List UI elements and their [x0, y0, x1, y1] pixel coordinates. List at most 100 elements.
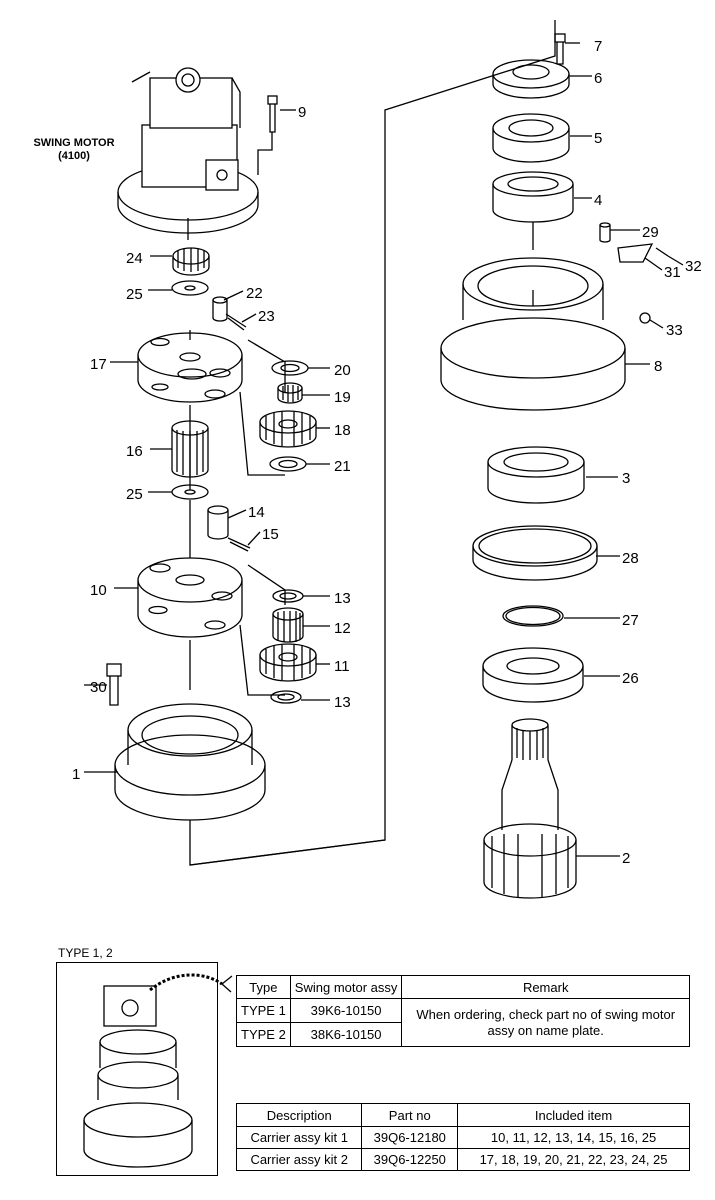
callout-6: 6: [594, 70, 603, 87]
washer-21-drawing: [269, 456, 307, 472]
callout-2: 2: [622, 850, 631, 867]
remark-header: Remark: [401, 975, 690, 999]
callout-16: 16: [126, 443, 143, 460]
type-header: Type: [236, 975, 291, 999]
included-item-header: Included item: [457, 1103, 690, 1127]
bearing-3-drawing: [487, 446, 585, 504]
carrier-10-drawing: [137, 557, 243, 690]
swing-motor-drawing: [117, 67, 259, 240]
type-inset-motor-drawing: [83, 973, 233, 1168]
callout-18: 18: [334, 422, 351, 439]
callout-24: 24: [126, 250, 143, 267]
swing-motor-label: SWING MOTOR (4100): [18, 137, 130, 163]
planet-gear-11-drawing: [259, 643, 317, 682]
callout-22: 22: [246, 285, 263, 302]
included-item-cell: 17, 18, 19, 20, 21, 22, 23, 24, 25: [457, 1148, 690, 1171]
callout-4: 4: [594, 192, 603, 209]
callout-13: 13: [334, 694, 351, 711]
bearing-19-drawing: [277, 382, 303, 404]
washer-13-top-drawing: [272, 589, 304, 603]
assy-cell: 38K6-10150: [289, 1022, 403, 1047]
table-row: Carrier assy kit 1 39Q6-12180 10, 11, 12…: [235, 1126, 690, 1149]
carrier-17-drawing: [137, 330, 243, 420]
callout-8: 8: [654, 358, 663, 375]
remark-cell: When ordering, check part no of swing mo…: [401, 998, 690, 1047]
callout-27: 27: [622, 612, 639, 629]
callout-17: 17: [90, 356, 107, 373]
callout-21: 21: [334, 458, 351, 475]
part-no-header: Part no: [361, 1103, 459, 1127]
pinion-24-drawing: [172, 247, 210, 276]
ring-gear-1-drawing: [114, 703, 386, 866]
bolt-7-drawing: [554, 33, 566, 65]
kit-table-header: Description Part no Included item: [235, 1103, 690, 1127]
nut-5-drawing: [492, 113, 570, 163]
callout-30: 30: [90, 679, 107, 696]
type-cell: TYPE 1: [236, 998, 291, 1023]
assy-cell: 39K6-10150: [289, 998, 403, 1023]
callout-32: 32: [685, 258, 702, 275]
callout-28: 28: [622, 550, 639, 567]
description-cell: Carrier assy kit 1: [235, 1126, 363, 1149]
part-no-cell: 39Q6-12180: [361, 1126, 459, 1149]
screw-32-drawing: [655, 247, 669, 257]
bracket-17: [239, 339, 286, 476]
callout-26: 26: [622, 670, 639, 687]
callout-1: 1: [72, 766, 81, 783]
callout-7: 7: [594, 38, 603, 55]
callout-33: 33: [666, 322, 683, 339]
part-no-cell: 39Q6-12250: [361, 1148, 459, 1171]
callout-19: 19: [334, 389, 351, 406]
type-inset-frame: [56, 962, 218, 1176]
callout-20: 20: [334, 362, 351, 379]
washer-25-top-drawing: [171, 280, 209, 296]
planet-gear-18-drawing: [259, 410, 317, 448]
callout-12: 12: [334, 620, 351, 637]
plate-31-drawing: [617, 243, 654, 263]
casing-8-drawing: [440, 257, 626, 411]
washer-13-bottom-drawing: [270, 690, 302, 704]
callout-13: 13: [334, 590, 351, 607]
pin-14-drawing: [207, 505, 251, 552]
type-label: TYPE 1, 2: [58, 946, 113, 960]
seal-28-drawing: [472, 525, 598, 581]
table-row: TYPE 1 39K6-10150 When ordering, check p…: [236, 998, 690, 1047]
washer-20-drawing: [271, 360, 309, 376]
bearing-12-drawing: [272, 607, 304, 643]
bearing-4-drawing: [492, 171, 574, 250]
pin-29-drawing: [599, 222, 611, 243]
callout-5: 5: [594, 130, 603, 147]
callout-31: 31: [664, 264, 681, 281]
callout-9: 9: [298, 104, 307, 121]
type-table: Type Swing motor assy Remark TYPE 1 39K6…: [236, 975, 690, 1047]
kit-table: Description Part no Included item Carrie…: [235, 1103, 690, 1171]
swing-motor-code: (4100): [58, 150, 90, 162]
plate-6-drawing: [492, 59, 570, 99]
callout-15: 15: [262, 526, 279, 543]
callout-25: 25: [126, 286, 143, 303]
swing-motor-name: SWING MOTOR: [33, 137, 115, 149]
assy-header: Swing motor assy: [289, 975, 403, 999]
callout-11: 11: [334, 658, 350, 675]
callout-3: 3: [622, 470, 631, 487]
callout-10: 10: [90, 582, 107, 599]
bolt-9-drawing: [257, 95, 278, 175]
connector-line: [189, 20, 556, 866]
drive-shaft-2-drawing: [483, 718, 577, 899]
callout-29: 29: [642, 224, 659, 241]
o-ring-27-drawing: [502, 605, 564, 627]
seal-26-drawing: [482, 647, 584, 703]
washer-25-bottom-drawing: [171, 484, 209, 560]
type-table-header: Type Swing motor assy Remark: [236, 975, 690, 999]
pin-22-drawing: [212, 296, 247, 331]
plug-33-drawing: [639, 312, 651, 324]
callout-25: 25: [126, 486, 143, 503]
description-cell: Carrier assy kit 2: [235, 1148, 363, 1171]
callout-23: 23: [258, 308, 275, 325]
table-row: TYPE 2 38K6-10150: [236, 1022, 690, 1047]
type-cell: TYPE 2: [236, 1022, 291, 1047]
included-item-cell: 10, 11, 12, 13, 14, 15, 16, 25: [457, 1126, 690, 1149]
callout-14: 14: [248, 504, 265, 521]
table-row: Carrier assy kit 2 39Q6-12250 17, 18, 19…: [235, 1148, 690, 1171]
